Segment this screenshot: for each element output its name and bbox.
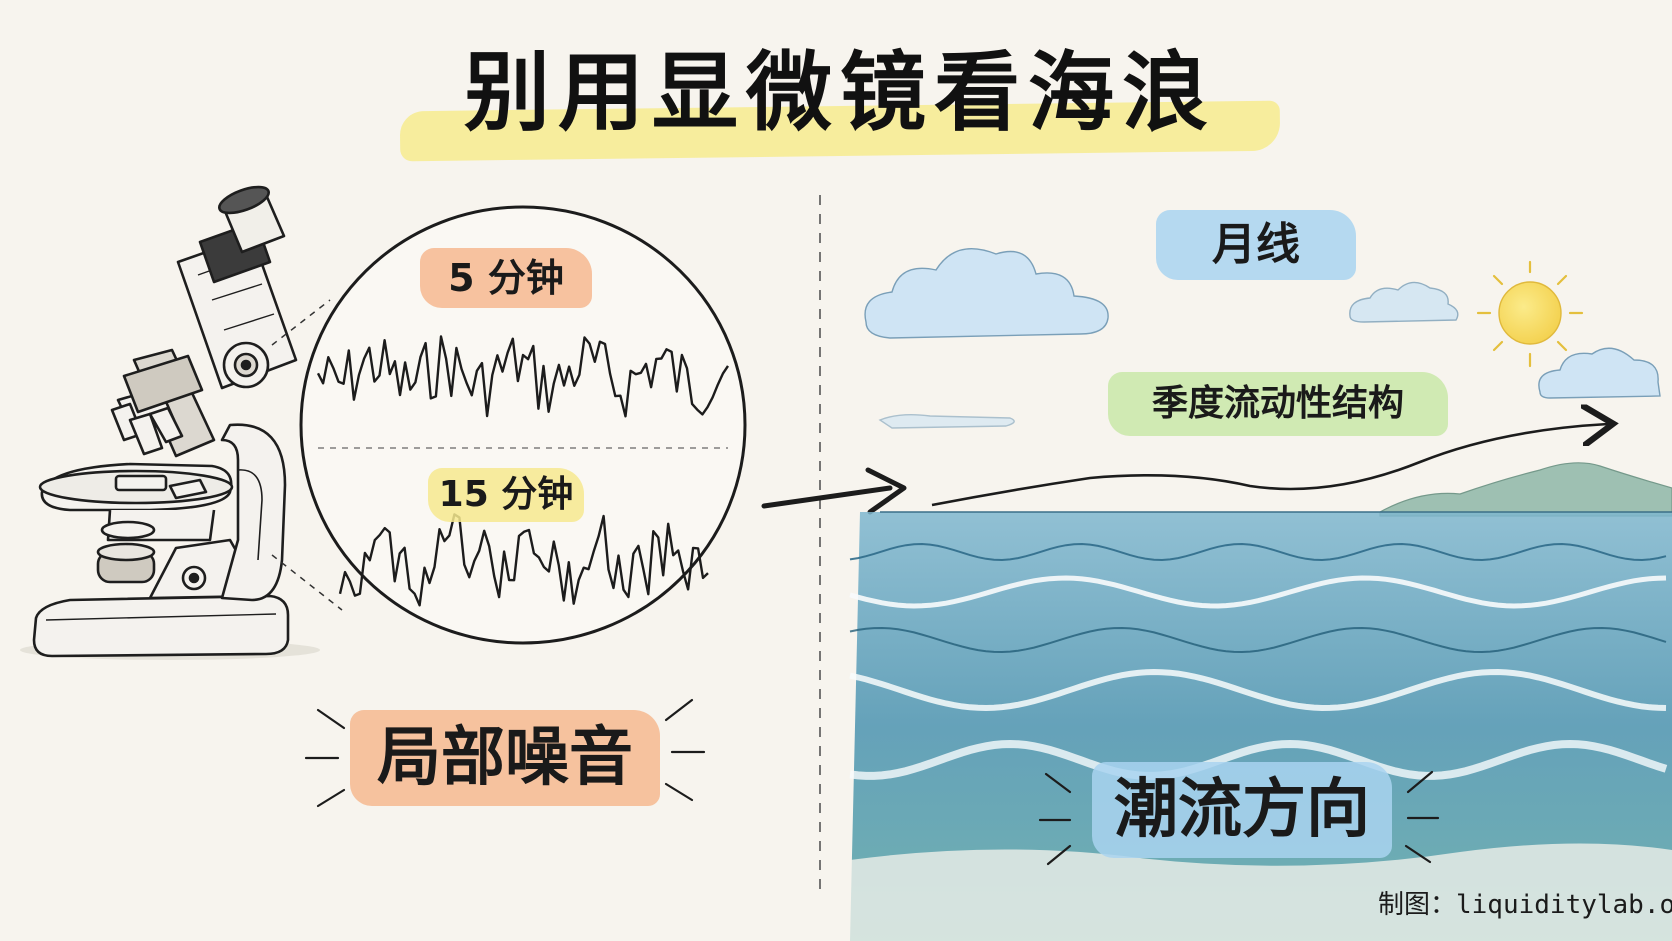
label-quarterly-structure: 季度流动性结构: [1108, 372, 1448, 436]
label-5min: 5 分钟: [420, 248, 592, 308]
caption-local-noise-text: 局部噪音: [377, 721, 633, 795]
zoom-guide-top: [271, 299, 331, 346]
label-5min-text: 5 分钟: [448, 256, 564, 300]
label-monthly: 月线: [1156, 210, 1356, 280]
credit: 制图：liquiditylab.org: [1378, 890, 1672, 920]
emphasis-ticks-right: [1038, 770, 1440, 866]
magnifier-circle-icon: [299, 205, 747, 645]
page-title: 别用显微镜看海浪: [464, 43, 1216, 143]
arrow-right-icon: [761, 485, 893, 509]
label-15min: 15 分钟: [428, 468, 584, 522]
title-block: 别用显微镜看海浪: [399, 28, 1281, 162]
label-quarterly-structure-text: 季度流动性结构: [1151, 383, 1404, 424]
noise-line-5min: [316, 335, 730, 418]
caption-tide-direction-text: 潮流方向: [1114, 773, 1370, 847]
sun-icon: [1476, 260, 1584, 368]
mountain-icon: [1379, 462, 1672, 517]
trend-arrow: [931, 424, 1608, 507]
cloud-icon: [864, 247, 1661, 429]
microscope-icon: [20, 185, 320, 660]
label-15min-text: 15 分钟: [438, 474, 574, 515]
noise-line-15min: [338, 513, 709, 607]
emphasis-ticks-left: [304, 698, 706, 808]
caption-tide-direction: 潮流方向: [1092, 762, 1392, 858]
caption-local-noise: 局部噪音: [350, 710, 660, 806]
wave-icon: [849, 511, 1672, 941]
label-monthly-text: 月线: [1212, 219, 1300, 270]
zoom-guide-bottom: [271, 554, 343, 611]
